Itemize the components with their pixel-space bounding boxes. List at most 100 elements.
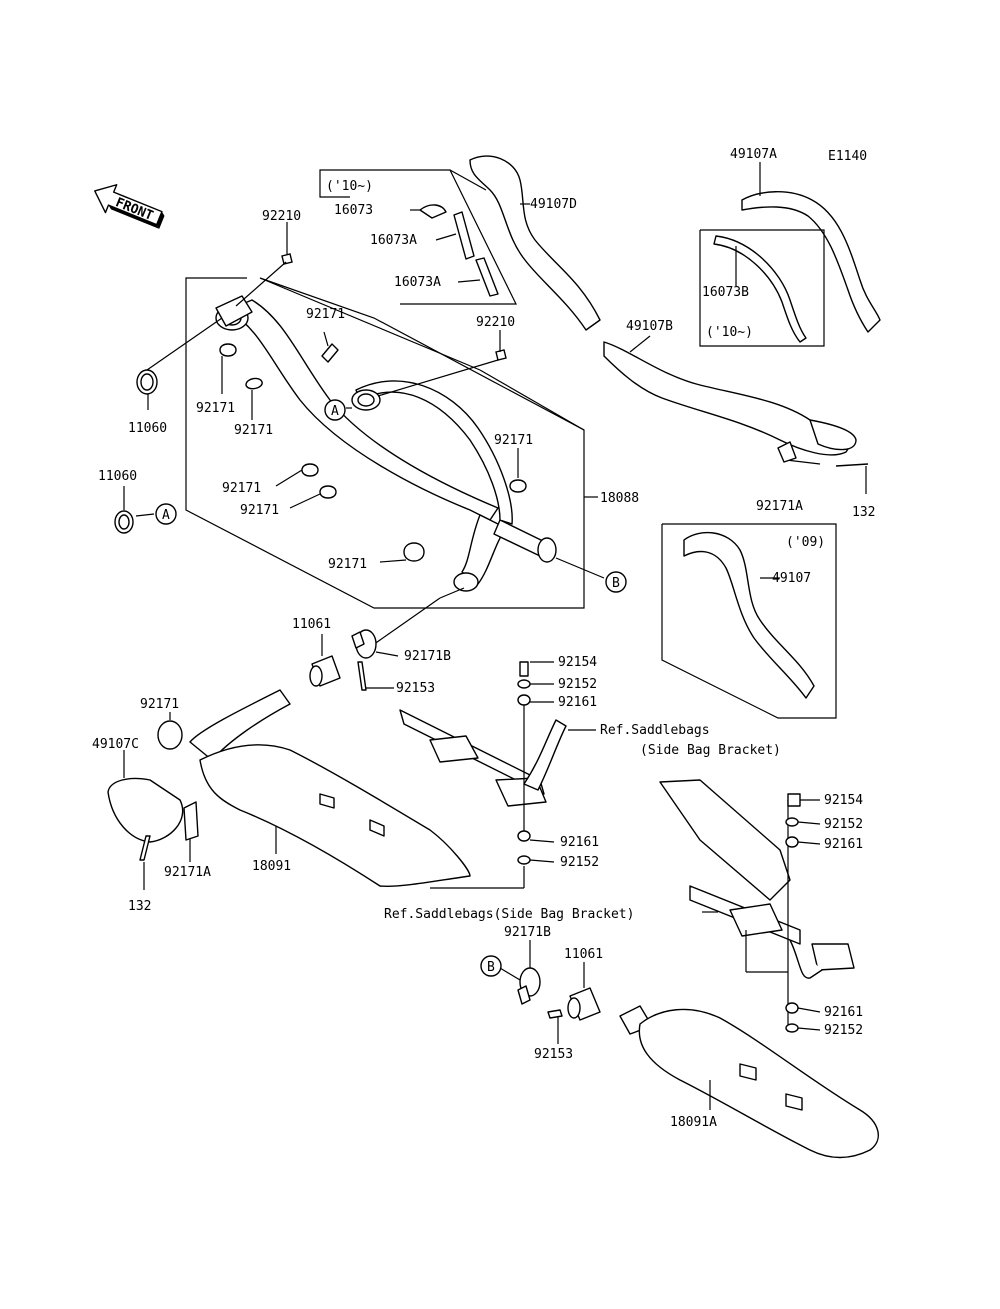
label-92210-mid: 92210 (476, 315, 515, 330)
front-exhaust-pipe (215, 295, 499, 521)
label-11061-top: 11061 (292, 617, 331, 632)
front-label: FRONT (113, 195, 155, 224)
cover-09-frame (661, 523, 837, 719)
side-bag-bracket-upper (399, 709, 567, 807)
muffler-18091A (619, 1005, 879, 1159)
label-10-right: ('10~) (706, 325, 753, 340)
label-18091A: 18091A (670, 1115, 717, 1130)
bushing-92161-right (785, 836, 799, 848)
label-18091: 18091 (252, 859, 291, 874)
svg-text:A: A (331, 404, 339, 419)
label-92171-a: 92171 (306, 307, 345, 322)
label-132-top: 132 (852, 505, 875, 520)
label-92171-f: 92171 (494, 433, 533, 448)
label-92210-top: 92210 (262, 209, 301, 224)
bolt-92153-top (357, 661, 367, 691)
label-49107B: 49107B (626, 319, 673, 334)
svg-text:A: A (162, 508, 170, 523)
label-16073A-2: 16073A (394, 275, 441, 290)
insulator-16073 (419, 204, 447, 219)
label-49107C: 49107C (92, 737, 139, 752)
part-labels: 92210 92210 11060 11060 92171 92171 9217… (92, 147, 875, 1130)
label-92171-b: 92171 (196, 401, 235, 416)
label-92152-low: 92152 (824, 1023, 863, 1038)
label-16073A-1: 16073A (370, 233, 417, 248)
bolt-92154-top (519, 661, 529, 677)
rear-exhaust-pipe (351, 380, 513, 525)
bolt-92153-bottom (547, 1009, 563, 1019)
connector-11061-bottom (567, 987, 601, 1021)
muffler-18091 (189, 689, 471, 888)
clamp-92171B-bottom (517, 967, 541, 1005)
label-16073B: 16073B (702, 285, 749, 300)
label-92154-top: 92154 (558, 655, 597, 670)
label-92171B-top: 92171B (404, 649, 451, 664)
label-92152-mid: 92152 (560, 855, 599, 870)
label-92171-h: 92171 (140, 697, 179, 712)
label-92161-right: 92161 (824, 837, 863, 852)
label-49107A: 49107A (730, 147, 777, 162)
label-92153-bottom: 92153 (534, 1047, 573, 1062)
insulator-16073A-1 (453, 211, 475, 260)
svg-text:B: B (612, 576, 620, 591)
label-16073: 16073 (334, 203, 373, 218)
assembly-18088-frame (185, 277, 585, 609)
label-49107D: 49107D (530, 197, 577, 212)
label-92171A-top: 92171A (756, 499, 803, 514)
label-92152-top: 92152 (558, 677, 597, 692)
label-92171A-bottom: 92171A (164, 865, 211, 880)
callout-A-upper: A (324, 399, 346, 421)
label-11060-bottom: 11060 (98, 469, 137, 484)
washer-92152-mid (517, 855, 531, 865)
label-92161-low: 92161 (824, 1005, 863, 1020)
washer-92152-top (517, 679, 531, 689)
label-10-upper: ('10~) (326, 179, 373, 194)
bushing-92161-mid (517, 830, 531, 842)
heat-cover-10-group-frame (319, 169, 517, 305)
clamp-92171-set (219, 343, 527, 562)
label-92171-e: 92171 (240, 503, 279, 518)
callout-B-lower: B (480, 955, 502, 977)
insulator-16073B-frame (699, 229, 825, 347)
label-92171-d: 92171 (222, 481, 261, 496)
gasket-11060 (114, 369, 158, 534)
label-92153-top: 92153 (396, 681, 435, 696)
label-92171-c: 92171 (234, 423, 273, 438)
bushing-92161-top (517, 694, 531, 706)
clamp-92171-cap (157, 720, 183, 750)
label-ref-saddlebags-2: Ref.Saddlebags(Side Bag Bracket) (384, 907, 634, 922)
label-11060-top: 11060 (128, 421, 167, 436)
bushing-92161-low (785, 1002, 799, 1014)
callout-B-upper: B (605, 571, 627, 593)
pipe-junction-outlets (453, 514, 557, 592)
washer-92152-low (785, 1023, 799, 1033)
heat-cover-49107D (469, 155, 601, 331)
label-49107: 49107 (772, 571, 811, 586)
connector-11061-top (309, 655, 341, 687)
heat-cover-49107B (603, 341, 857, 456)
label-11061-bottom: 11061 (564, 947, 603, 962)
svg-text:B: B (487, 960, 495, 975)
callout-A-lower: A (155, 503, 177, 525)
bolt-92154-right (787, 793, 801, 807)
label-92161-mid: 92161 (560, 835, 599, 850)
label-132-bottom: 132 (128, 899, 151, 914)
bolt-132-top (835, 463, 869, 467)
label-92154-right: 92154 (824, 793, 863, 808)
end-cover-49107C (107, 777, 184, 843)
heat-cover-49107 (683, 531, 815, 699)
label-18088: 18088 (600, 491, 639, 506)
leader-92171A-top (785, 459, 821, 465)
nut-92210-mid (495, 349, 507, 361)
label-92152-right: 92152 (824, 817, 863, 832)
bolt-132-bottom (139, 835, 151, 861)
label-ref-saddlebags-1: Ref.Saddlebags (600, 723, 710, 738)
nut-92210-top (281, 253, 293, 265)
label-side-bag-bracket-1: (Side Bag Bracket) (640, 743, 781, 758)
leader-lines-labels (410, 162, 821, 1031)
label-92171B-bottom: 92171B (504, 925, 551, 940)
side-bag-bracket-right (659, 779, 855, 979)
heat-cover-49107A (741, 191, 881, 333)
